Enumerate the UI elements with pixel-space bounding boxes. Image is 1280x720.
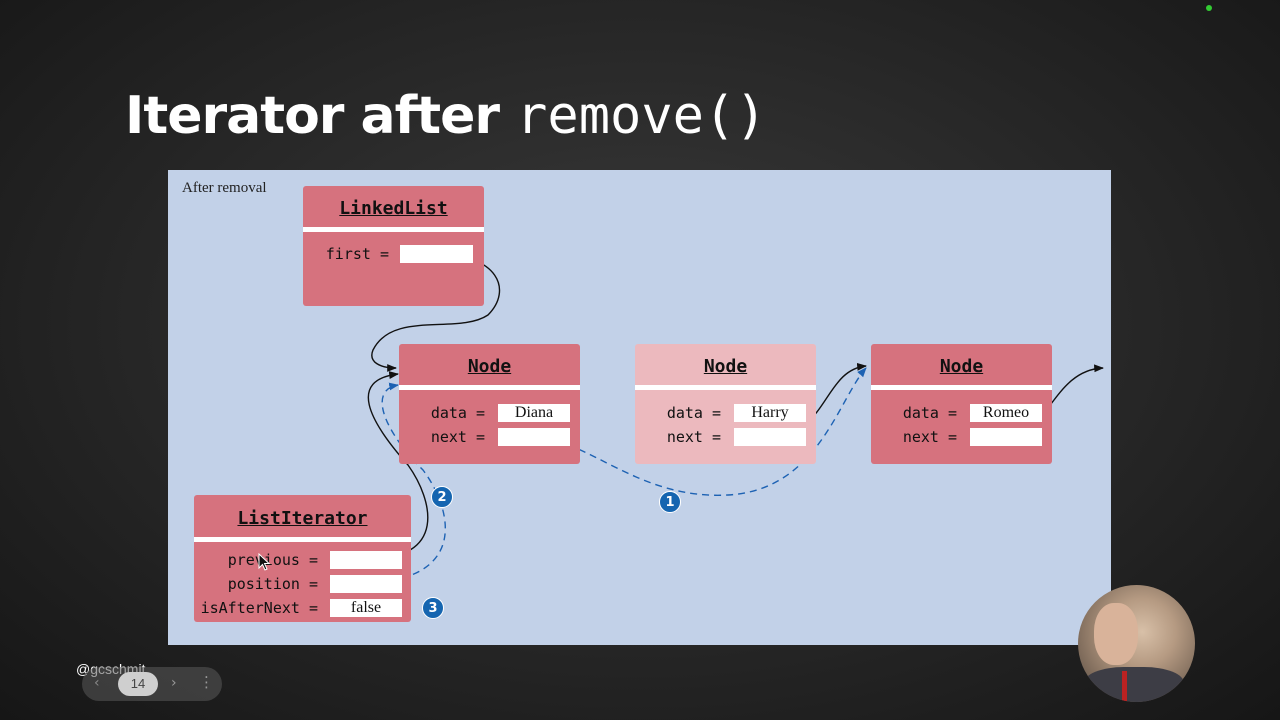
node-box-diana: Node data = Diana next = xyxy=(399,344,580,464)
data-field-diana: Diana xyxy=(498,404,570,422)
node-header: Node xyxy=(939,356,984,377)
previous-field xyxy=(330,551,402,569)
node-header: Node xyxy=(703,356,748,377)
first-arrow xyxy=(371,253,501,372)
webcam-lanyard xyxy=(1122,671,1127,701)
position-label: position = xyxy=(227,575,318,593)
recording-indicator-icon xyxy=(1206,5,1212,11)
next-field-harry xyxy=(734,428,806,446)
more-menu-button[interactable]: ⋮ xyxy=(199,673,214,691)
list-iterator-header: ListIterator xyxy=(237,508,368,529)
data-field-harry: Harry xyxy=(734,404,806,422)
step-marker-2: 2 xyxy=(431,486,453,508)
data-label: data = xyxy=(902,404,957,422)
next-field-romeo xyxy=(970,428,1042,446)
node-box-romeo: Node data = Romeo next = xyxy=(871,344,1052,464)
header-divider xyxy=(635,385,816,390)
node-header: Node xyxy=(467,356,512,377)
position-arrow xyxy=(365,382,446,584)
next-label: next = xyxy=(902,428,957,446)
prev-slide-button[interactable]: ‹ xyxy=(94,675,100,691)
header-divider xyxy=(399,385,580,390)
title-code: remove() xyxy=(516,86,767,146)
diana-next-arrow xyxy=(532,367,867,496)
data-label: data = xyxy=(666,404,721,422)
isafternext-field: false xyxy=(330,599,402,617)
list-iterator-box: ListIterator previous = position = isAft… xyxy=(194,495,411,622)
header-divider xyxy=(303,227,484,232)
data-label: data = xyxy=(430,404,485,422)
webcam-face xyxy=(1094,603,1138,665)
data-field-romeo: Romeo xyxy=(970,404,1042,422)
previous-label: previous = xyxy=(227,551,318,569)
slide-title: Iterator after remove() xyxy=(125,86,767,150)
diagram-panel: After removal LinkedList first = Node da… xyxy=(168,170,1111,645)
webcam-shirt xyxy=(1084,667,1184,702)
next-slide-button[interactable]: › xyxy=(171,675,177,691)
mouse-pointer-icon xyxy=(258,553,270,571)
header-divider xyxy=(871,385,1052,390)
node-box-harry-removed: Node data = Harry next = xyxy=(635,344,816,464)
step-marker-3: 3 xyxy=(422,597,444,619)
linked-list-header: LinkedList xyxy=(339,198,448,219)
linked-list-box: LinkedList first = xyxy=(303,186,484,306)
first-field xyxy=(400,245,473,263)
webcam-overlay xyxy=(1078,585,1195,702)
header-divider xyxy=(194,537,411,542)
previous-arrow xyxy=(365,371,429,560)
position-field xyxy=(330,575,402,593)
diagram-caption: After removal xyxy=(182,180,267,196)
next-label: next = xyxy=(666,428,721,446)
step-marker-1: 1 xyxy=(659,491,681,513)
title-text: Iterator after xyxy=(125,86,517,146)
page-number[interactable]: 14 xyxy=(118,672,158,696)
slide-nav-bar: ‹ 14 › ⋮ xyxy=(82,667,222,701)
first-label: first = xyxy=(325,245,389,263)
next-field-diana xyxy=(498,428,570,446)
next-label: next = xyxy=(430,428,485,446)
isafternext-label: isAfterNext = xyxy=(200,599,318,617)
